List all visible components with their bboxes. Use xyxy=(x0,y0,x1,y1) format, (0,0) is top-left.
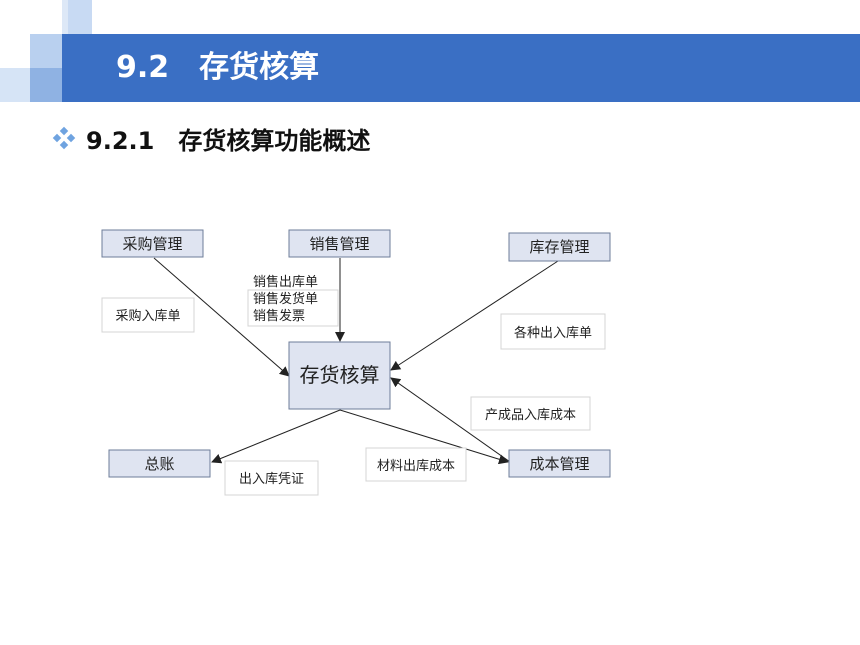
node-center-label: 存货核算 xyxy=(300,363,380,387)
label-sales-doc-1: 销售出库单 xyxy=(253,274,318,290)
arrow-center-to-ledger xyxy=(211,409,341,464)
node-cost: 成本管理 xyxy=(508,449,611,478)
node-sales: 销售管理 xyxy=(288,229,391,258)
label-finished-cost-text: 产成品入库成本 xyxy=(485,407,576,423)
node-cost-label: 成本管理 xyxy=(529,455,589,473)
label-sales-doc-3: 销售发票 xyxy=(253,308,305,324)
diamond-bullet-icon xyxy=(52,126,76,150)
arrow-cost-to-center xyxy=(390,377,511,463)
label-purchase-in-text: 采购入库单 xyxy=(115,308,180,324)
label-all-inout-text: 各种出入库单 xyxy=(514,325,592,341)
label-sales-docs: 销售出库单 销售发货单 销售发票 xyxy=(247,274,339,327)
decor-square-2 xyxy=(30,34,62,68)
node-warehouse-label: 库存管理 xyxy=(529,238,589,256)
arrow-purchase-to-center xyxy=(153,257,290,377)
node-purchase: 采购管理 xyxy=(101,229,204,258)
section-heading: 9.2.1 存货核算功能概述 xyxy=(52,118,370,158)
arrow-center-to-cost xyxy=(339,409,509,465)
label-material-cost-text: 材料出库成本 xyxy=(377,458,455,474)
label-voucher-text: 出入库凭证 xyxy=(239,471,304,487)
label-voucher: 出入库凭证 xyxy=(224,460,319,496)
label-finished-cost: 产成品入库成本 xyxy=(470,396,591,431)
section-subtitle: 9.2.1 存货核算功能概述 xyxy=(86,126,371,155)
label-purchase-in: 采购入库单 xyxy=(101,297,195,333)
decor-square-3 xyxy=(0,68,30,102)
node-center: 存货核算 xyxy=(288,341,391,410)
node-ledger-label: 总账 xyxy=(144,455,174,473)
header-bar xyxy=(62,34,860,102)
label-sales-doc-2: 销售发货单 xyxy=(253,291,318,307)
node-purchase-label: 采购管理 xyxy=(122,235,182,253)
label-all-inout: 各种出入库单 xyxy=(500,313,606,350)
arrow-warehouse-to-center xyxy=(390,260,559,371)
node-ledger: 总账 xyxy=(108,449,211,478)
node-sales-label: 销售管理 xyxy=(309,235,369,253)
slide-title: 9.2 存货核算 xyxy=(116,50,320,85)
label-material-cost: 材料出库成本 xyxy=(365,447,467,482)
node-warehouse: 库存管理 xyxy=(508,232,611,262)
decor-square-4 xyxy=(30,68,62,102)
